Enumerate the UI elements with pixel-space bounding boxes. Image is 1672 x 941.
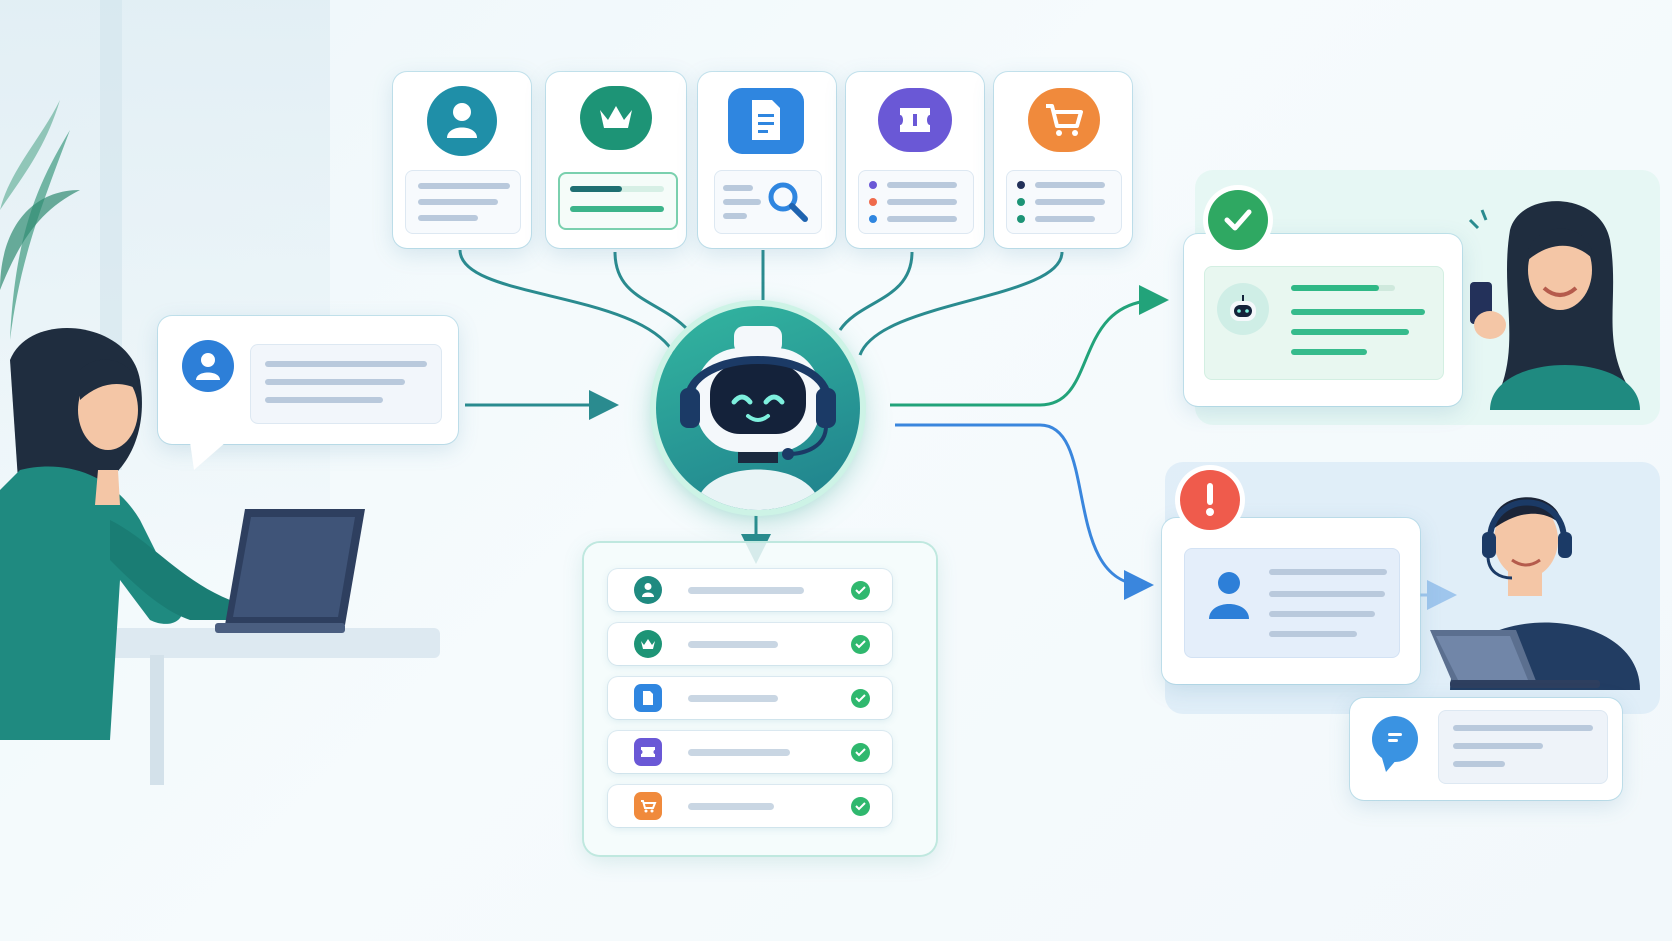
checklist-row-document[interactable] [608,677,892,719]
chat-bubble-icon [1388,733,1402,742]
order-card[interactable] [994,72,1132,248]
robot-headset-icon [680,326,836,510]
magnifier-icon [768,182,808,222]
plant-leaves-icon [0,100,80,340]
user-icon [642,583,654,597]
chat-bubble-tail [1382,758,1398,772]
support-agent-illustration [1430,497,1640,690]
chat-avatar [1372,716,1418,762]
loyalty-tier-card[interactable] [546,72,686,248]
checklist-row-loyalty[interactable] [608,623,892,665]
checklist-row-profile[interactable] [608,569,892,611]
document-icon [643,691,653,705]
user-icon [447,103,477,138]
agent-chat-card[interactable] [1350,698,1622,800]
ai-assistant-hub[interactable] [656,306,860,510]
customer-profile-card[interactable] [393,72,531,248]
document-badge [728,88,804,154]
escalation-alert-badge [1180,470,1240,530]
shopping-cart-icon [641,800,657,813]
resolved-check-badge [1208,190,1268,250]
document-search-card[interactable] [698,72,836,248]
checklist-row-ticket[interactable] [608,731,892,773]
laptop-icon [215,509,365,633]
crown-icon [641,639,655,649]
data-checklist-panel [584,543,936,855]
crown-icon [600,106,632,128]
desk-leg [150,655,164,785]
satisfied-customer-illustration [1468,201,1640,410]
checklist-row-order[interactable] [608,785,892,827]
ticket-badge [878,88,952,152]
user-icon [196,353,220,380]
mini-robot-avatar [1217,283,1269,335]
robot-icon [1230,295,1256,321]
check-icon [851,689,870,708]
loyalty-tier-badge [580,86,652,150]
customer-woman-illustration [0,327,260,740]
check-icon [851,797,870,816]
customer-profile-badge [427,86,497,156]
bubble-tail [190,442,226,470]
support-ticket-card[interactable] [846,72,984,248]
query-text-block [250,344,442,424]
reply-progress-bar [1291,285,1379,291]
check-icon [851,635,870,654]
exclamation-icon [1206,483,1214,516]
check-icon [1224,209,1252,231]
customer-avatar [182,340,234,392]
cart-badge [1028,88,1100,152]
ticket-icon [900,108,930,132]
ai-reply-card[interactable] [1184,234,1462,406]
check-icon [851,743,870,762]
escalation-card[interactable] [1162,518,1420,684]
check-icon [851,581,870,600]
customer-query-bubble [158,316,458,444]
ticket-icon [641,747,655,757]
shopping-cart-icon [1046,104,1083,136]
document-icon [752,100,780,140]
user-icon [1209,572,1249,619]
loyalty-progress-bar [570,186,622,192]
